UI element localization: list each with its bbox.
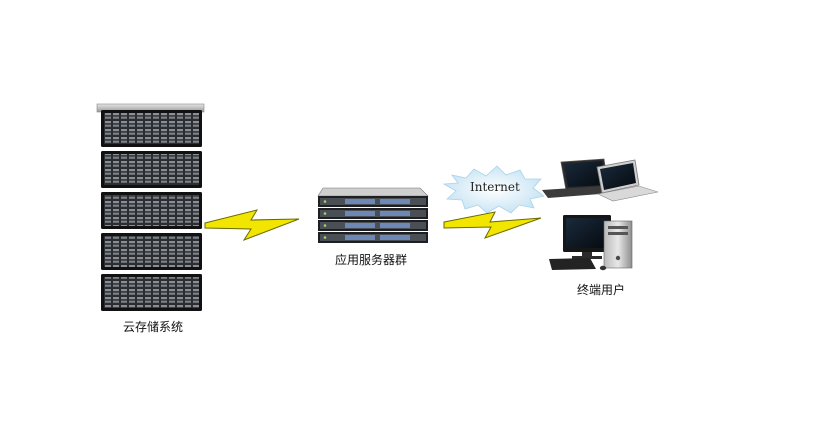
server-stack-icon [317, 187, 429, 243]
desktop-pc-icon [549, 215, 633, 271]
server-unit [318, 196, 428, 207]
server-unit [318, 232, 428, 243]
storage-unit [101, 110, 202, 147]
storage-unit [101, 151, 202, 188]
app-server-cluster-label: 应用服务器群 [335, 253, 408, 267]
storage-system-label: 云存储系统 [123, 320, 184, 334]
internet-label: Internet [470, 180, 520, 194]
internet-cloud-icon [442, 165, 545, 214]
storage-rack-icon [96, 103, 205, 311]
lightning-link-icon [443, 211, 542, 239]
storage-unit [101, 192, 202, 229]
lightning-link-icon [204, 209, 300, 242]
end-users-label: 终端用户 [577, 283, 626, 297]
server-unit [318, 220, 428, 231]
storage-unit [101, 274, 202, 311]
server-unit [318, 208, 428, 219]
laptop-icon [596, 159, 659, 202]
storage-unit [101, 233, 202, 270]
